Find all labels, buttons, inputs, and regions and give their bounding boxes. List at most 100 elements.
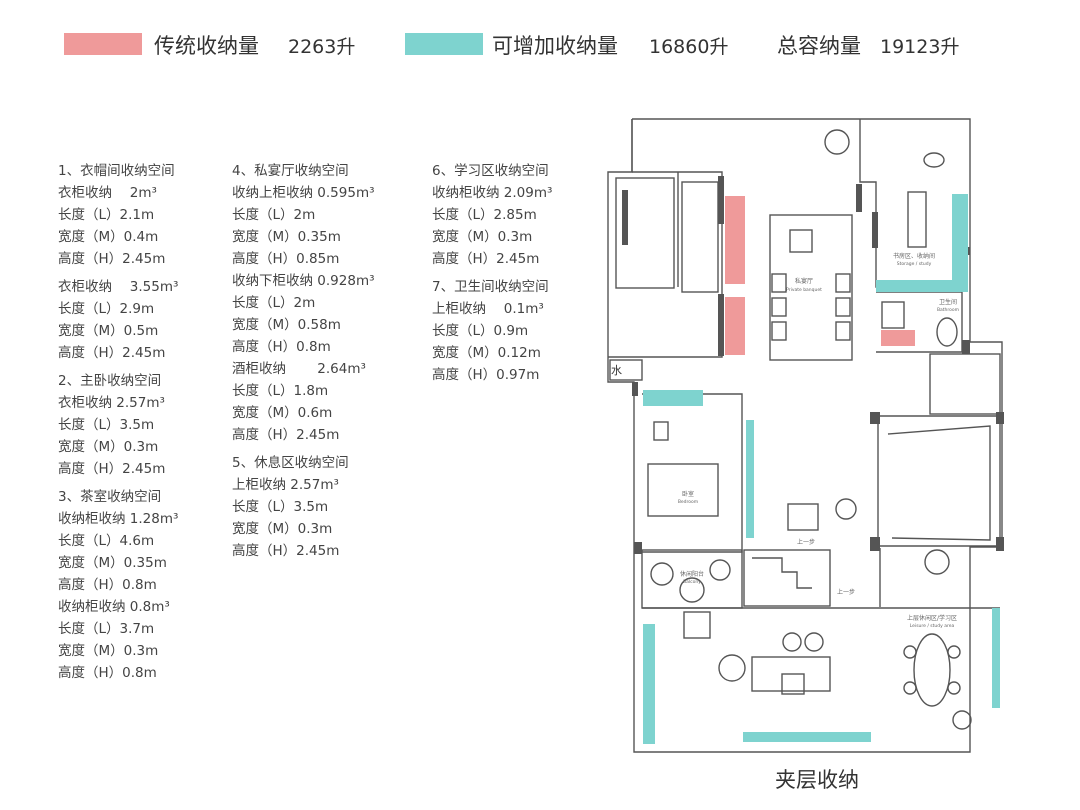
storage-spec-line: 收纳下柜收纳 0.928m³ (232, 273, 375, 289)
storage-column-1: 1、衣帽间收纳空间衣柜收纳 2m³ 长度（L）2.1m 宽度（M）0.4m 高度（H）… (58, 160, 178, 690)
storage-spec-line: 衣柜收纳 2.57m³ (58, 395, 165, 411)
storage-heading: 5、休息区收纳空间 (232, 455, 349, 471)
plan-room-bedroom-en: Bedroom (678, 499, 698, 505)
storage-spec-line: 长度（L）2m (232, 207, 316, 223)
storage-spec-line: 高度（H）0.97m (432, 367, 540, 383)
storage-spec-line: 宽度（M）0.58m (232, 317, 341, 333)
storage-spec-line: 上柜收纳 2.57m³ (232, 477, 339, 493)
storage-heading: 7、卫生间收纳空间 (432, 279, 549, 295)
storage-spec-line: 宽度（M）0.5m (58, 323, 159, 339)
plan-room-bath: 卫生间 (939, 298, 957, 306)
plan-stair-left (615, 177, 675, 289)
storage-spec-line: 长度（L）2.9m (58, 301, 155, 317)
storage-heading: 1、衣帽间收纳空间 (58, 163, 175, 179)
storage-spec-line: 高度（H）0.8m (232, 339, 331, 355)
storage-spec-line: 高度（H）2.45m (232, 427, 340, 443)
storage-spec-line: 长度（L）2.85m (432, 207, 537, 223)
plan-stair-wall (608, 171, 723, 358)
plan-right-stair (929, 353, 1001, 415)
legend: 传统收纳量 2263升 可增加收纳量 16860升 总容纳量 19123升 (64, 28, 1024, 64)
plan-room-bedroom: 卧室 (682, 490, 694, 498)
storage-heading: 衣柜收纳 3.55m³ (58, 279, 179, 295)
plan-living-wall (877, 415, 1001, 547)
storage-spec-line: 宽度（M）0.3m (58, 643, 159, 659)
plan-dining-table (769, 214, 853, 361)
plan-stair-up-label-2: 上一步 (837, 588, 855, 596)
storage-spec-line: 宽度（M）0.3m (432, 229, 533, 245)
storage-spec-line: 收纳柜收纳 0.8m³ (58, 599, 170, 615)
storage-spec-line: 上柜收纳 0.1m³ (432, 301, 544, 317)
storage-block: 7、卫生间收纳空间上柜收纳 0.1m³ 长度（L）0.9m 宽度（M）0.12m 高度… (432, 276, 552, 386)
plan-balcony (641, 549, 743, 609)
storage-heading: 2、主卧收纳空间 (58, 373, 162, 389)
plan-sink (789, 229, 813, 253)
plan-center-stair (743, 549, 831, 607)
plan-toilet (936, 317, 958, 347)
storage-spec-line: 高度（H）0.8m (58, 665, 157, 681)
storage-spec-line: 长度（L）1.8m (232, 383, 329, 399)
traditional-storage-cabinets (725, 196, 915, 355)
storage-heading: 6、学习区收纳空间 (432, 163, 549, 179)
traditional-storage-label: 传统收纳量 (154, 34, 259, 58)
traditional-storage-swatch (64, 33, 142, 55)
plan-room-lounge: 上层休闲区/学习区 (907, 614, 957, 622)
storage-spec-line: 高度（H）2.45m (58, 461, 166, 477)
plan-round-table (913, 633, 951, 707)
storage-spec-line: 酒柜收纳 2.64m³ (232, 361, 366, 377)
plan-bath-sink (881, 301, 905, 329)
storage-heading: 3、茶室收纳空间 (58, 489, 162, 505)
plan-study-desk (907, 191, 927, 248)
added-storage-cabinets (643, 194, 1000, 744)
storage-spec-line: 长度（L）4.6m (58, 533, 155, 549)
added-storage-label: 可增加收纳量 (492, 34, 618, 58)
plan-water-box (609, 359, 643, 381)
plan-room-bath-en: Bathroom (937, 307, 959, 313)
storage-column-3: 6、学习区收纳空间收纳柜收纳 2.09m³ 长度（L）2.85m 宽度（M）0.3m… (432, 160, 552, 392)
storage-spec-line: 长度（L）2m (232, 295, 316, 311)
storage-spec-line: 宽度（M）0.6m (232, 405, 333, 421)
plan-room-study: 书房区、收纳间 (893, 252, 935, 260)
storage-spec-line: 收纳柜收纳 1.28m³ (58, 511, 179, 527)
storage-spec-line: 长度（L）2.1m (58, 207, 155, 223)
storage-block: 1、衣帽间收纳空间衣柜收纳 2m³ 长度（L）2.1m 宽度（M）0.4m 高度（H）… (58, 160, 178, 270)
plan-stair-up-label-1: 上一步 (797, 538, 815, 546)
added-storage-swatch (405, 33, 483, 55)
storage-spec-line: 长度（L）3.7m (58, 621, 155, 637)
plan-room-dining: 私宴厅 (795, 277, 813, 285)
plan-room-balcony: 休闲阳台 (680, 570, 704, 578)
storage-spec-line: 宽度（M）0.3m (58, 439, 159, 455)
storage-heading: 4、私宴厅收纳空间 (232, 163, 349, 179)
storage-spec-line: 长度（L）3.5m (58, 417, 155, 433)
plan-stair-right (681, 181, 719, 293)
total-storage-value: 19123升 (880, 36, 960, 58)
total-storage-label: 总容纳量 (777, 34, 861, 58)
storage-spec-line: 高度（H）0.8m (58, 577, 157, 593)
traditional-storage-value: 2263升 (288, 36, 356, 58)
storage-block: 4、私宴厅收纳空间收纳上柜收纳 0.595m³ 长度（L）2m 宽度（M）0.35m… (232, 160, 375, 446)
storage-column-2: 4、私宴厅收纳空间收纳上柜收纳 0.595m³ 长度（L）2m 宽度（M）0.35m… (232, 160, 375, 568)
storage-spec-line: 高度（H）2.45m (432, 251, 540, 267)
storage-spec-line: 收纳上柜收纳 0.595m³ (232, 185, 375, 201)
storage-spec-line: 高度（H）0.85m (232, 251, 340, 267)
floor-plan: 水 私宴厅 Private banquet 书房区、收纳间 Storage / … (607, 118, 1004, 753)
storage-block: 2、主卧收纳空间衣柜收纳 2.57m³ 长度（L）3.5m 宽度（M）0.3m 高度（… (58, 370, 178, 480)
storage-spec-line: 宽度（M）0.12m (432, 345, 541, 361)
plan-room-dining-en: Private banquet (786, 287, 822, 293)
storage-spec-line: 宽度（M）0.4m (58, 229, 159, 245)
storage-spec-line: 衣柜收纳 2m³ (58, 185, 157, 201)
storage-spec-line: 宽度（M）0.35m (58, 555, 167, 571)
storage-spec-line: 宽度（M）0.3m (232, 521, 333, 537)
plan-room-study-en: Storage / study (897, 261, 932, 267)
storage-spec-line: 长度（L）0.9m (432, 323, 529, 339)
plan-room-lounge-en: Leisure / study area (910, 623, 955, 629)
storage-spec-line: 宽度（M）0.35m (232, 229, 341, 245)
storage-spec-line: 高度（H）2.45m (58, 251, 166, 267)
plan-tea-table (751, 656, 831, 692)
plan-water-label: 水 (611, 364, 622, 377)
plan-room-balcony-en: Balcony (683, 579, 701, 585)
storage-spec-line: 收纳柜收纳 2.09m³ (432, 185, 553, 201)
storage-spec-line: 长度（L）3.5m (232, 499, 329, 515)
plan-bedroom-wall (642, 393, 743, 553)
